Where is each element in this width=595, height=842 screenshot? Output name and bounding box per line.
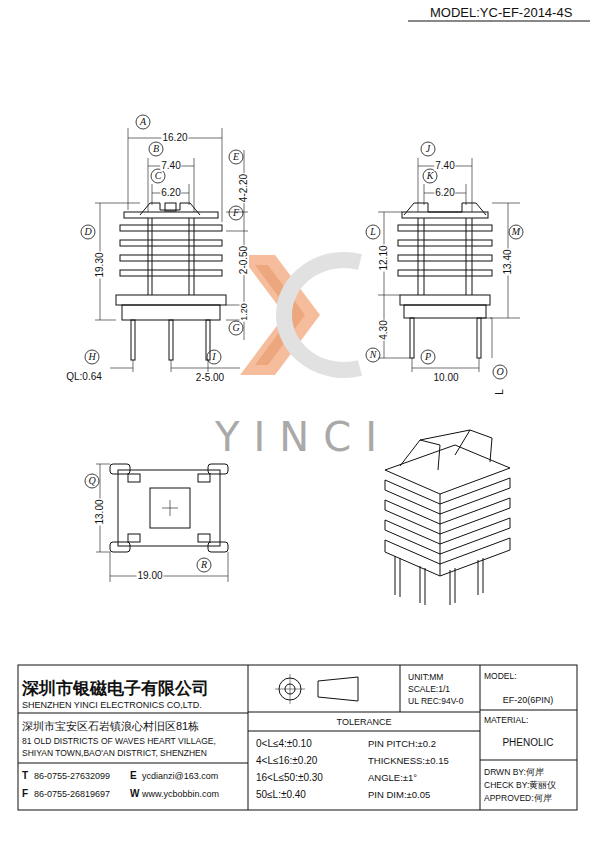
- title-block-text: F: [22, 789, 28, 799]
- title-block-text: PIN DIM:±0.05: [368, 790, 430, 800]
- title-block-text: 86-0755-26819697: [34, 790, 110, 799]
- watermark: YINCI: [215, 417, 391, 457]
- title-block-text: CHECK BY:黄丽仪: [484, 781, 556, 790]
- title-block-text: 86-0755-27632099: [34, 772, 110, 781]
- title-block-text: UL REC:94V-0: [408, 697, 463, 706]
- title-block-text: ycdianzi@163.com: [142, 772, 218, 781]
- title-block-text: APPROVED:何岸: [484, 794, 552, 803]
- dimension-value: 19.30: [95, 251, 105, 278]
- callout-letter: A: [140, 117, 146, 127]
- dimension-value: 4-2.20: [239, 173, 249, 203]
- title-block-text: MODEL:: [484, 672, 517, 681]
- title-block-text: SHIYAN TOWN,BAO'AN DISTRICT, SHENZHEN: [22, 749, 207, 758]
- dimension-value: 1.20: [240, 302, 249, 322]
- title-block-text: THICKNESS:±0.15: [368, 756, 449, 766]
- title-block-text: 50≤L:±0.40: [256, 790, 306, 800]
- title-block-text: MATERIAL:: [484, 716, 528, 725]
- dimension-value: 13.00: [95, 498, 105, 525]
- callout-letter: O: [496, 367, 503, 377]
- title-block-text: SCALE:1/1: [408, 685, 450, 694]
- dimension-value: 6.20: [160, 188, 181, 198]
- callout-letter: H: [88, 352, 95, 362]
- label: 2-5.00: [196, 373, 224, 383]
- title-block-text: 16<L≤50:±0.30: [256, 773, 323, 783]
- dimension-value: 2-0.50: [239, 245, 249, 275]
- title-block-text: SHENZHEN YINCI ELECTRONICS CO,LTD.: [22, 701, 202, 710]
- callout-letter: N: [370, 350, 377, 360]
- callout-letter: G: [232, 323, 239, 333]
- dimension-value: 13.40: [503, 248, 513, 275]
- title-block-text: W: [130, 789, 139, 799]
- title-block-text: TOLERANCE: [337, 718, 392, 727]
- callout-letter: R: [201, 560, 207, 570]
- label: QL:0.64: [66, 372, 102, 382]
- title-block-text: ANGLE:±1°: [368, 773, 417, 783]
- callout-letter: E: [233, 152, 239, 162]
- model-header: MODEL:YC-EF-2014-4S: [430, 6, 572, 19]
- title-block-text: EF-20(6PIN): [503, 696, 554, 705]
- dimension-value: 16.20: [161, 133, 188, 143]
- title-block-text: 深圳市宝安区石岩镇浪心村旧区81栋: [22, 721, 199, 732]
- label: 10.00: [433, 373, 458, 383]
- callout-letter: B: [153, 144, 159, 154]
- dimension-value: 7.40: [160, 161, 181, 171]
- title-block-text: DRWN BY:何岸: [484, 768, 544, 777]
- title-block-text: UNIT:MM: [408, 673, 443, 682]
- callout-letter: Q: [88, 476, 95, 486]
- title-block-text: 81 OLD DISTRICTS OF WAVES HEART VILLAGE,: [22, 737, 216, 746]
- callout-letter: J: [426, 144, 430, 154]
- title-block-text: PIN PITCH:±0.2: [368, 739, 436, 749]
- callout-circles: [81, 115, 523, 572]
- title-block-text: 0<L≤4:±0.10: [256, 739, 312, 749]
- callout-letter: F: [233, 208, 239, 218]
- callout-letter: M: [512, 227, 520, 237]
- title-block-text: 深圳市银磁电子有限公司: [22, 680, 209, 697]
- dimension-value: 4.30: [379, 319, 389, 340]
- dimension-value: 6.20: [434, 188, 455, 198]
- dimension-value: 12.10: [379, 244, 389, 271]
- label: L: [495, 389, 505, 395]
- callout-letter: D: [84, 227, 91, 237]
- title-block-text: E: [130, 771, 137, 781]
- callout-letter: C: [155, 171, 162, 181]
- callout-letter: P: [425, 352, 431, 362]
- title-block-text: www.ycbobbin.com: [142, 790, 219, 799]
- dimension-value: 7.40: [434, 161, 455, 171]
- title-block-text: 4<L≤16:±0.20: [256, 756, 317, 766]
- dimension-value: 19.00: [136, 571, 163, 581]
- title-block-text: T: [22, 771, 28, 781]
- watermark-logo: [240, 255, 360, 375]
- callout-letter: I: [212, 352, 215, 362]
- callout-letter: K: [427, 171, 434, 181]
- title-block-text: PHENOLIC: [502, 738, 553, 748]
- callout-letter: L: [370, 227, 376, 237]
